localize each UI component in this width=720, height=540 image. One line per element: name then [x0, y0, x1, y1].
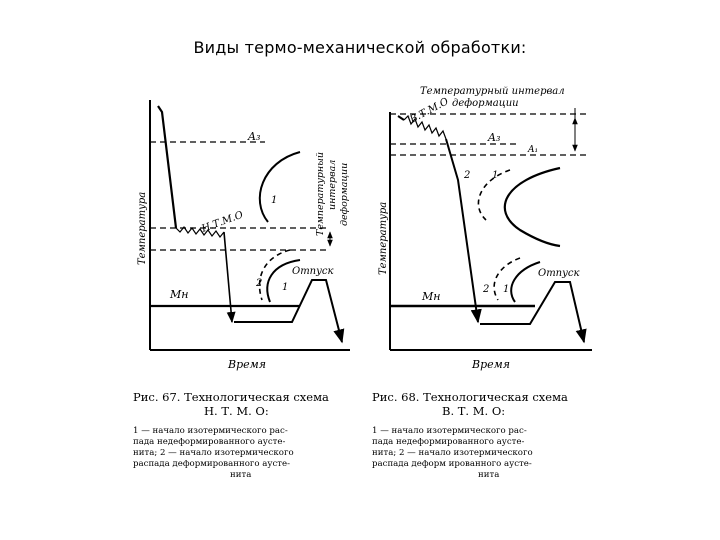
right-interval-line-1: Температурный интервал [420, 86, 565, 97]
left-interval-label: Температурный интервал деформации [315, 152, 350, 236]
left-mn-label: Mн [169, 288, 189, 301]
right-c-curve-2 [477, 169, 511, 221]
left-legend-line-3: нита; 2 — начало изотермического [133, 448, 294, 458]
right-deformation-zigzag [403, 114, 447, 140]
right-a1-label: A₁ [527, 145, 538, 155]
left-caption-line-1: Рис. 67. Технологическая схема [133, 390, 329, 404]
right-legend-line-3: нита; 2 — начало изотермического [372, 448, 533, 458]
left-curve1b-label: 1 [282, 282, 288, 293]
left-curve1-label: 1 [271, 195, 277, 206]
right-curve1b-label: 1 [503, 284, 509, 295]
left-c-curve-2 [258, 249, 291, 301]
right-c-curve-2-lower [493, 257, 521, 301]
right-tempering-label: Отпуск [538, 268, 580, 279]
right-tmo-label: В.Т.М.О [407, 96, 450, 126]
right-legend-line-5: нита [478, 470, 499, 480]
left-legend-line-1: 1 — начало изотермического рас- [133, 426, 288, 436]
right-a3-label: A₃ [487, 131, 500, 144]
right-caption-line-1: Рис. 68. Технологическая схема [372, 390, 568, 404]
right-mn-label: Mн [421, 290, 441, 303]
left-caption-line-2: Н. Т. М. О: [204, 404, 269, 418]
slide-title: Виды термо-механической обработки: [193, 38, 527, 57]
right-caption-line-2: В. Т. М. О: [442, 404, 505, 418]
right-y-axis-label: Температура [378, 202, 389, 275]
left-legend-line-4: распада деформированного аусте- [133, 459, 290, 469]
left-curve2-label: 2 [255, 278, 262, 289]
right-legend-line-4: распада деформ ированного аусте- [372, 459, 532, 469]
right-interval-line-2: деформации [452, 98, 519, 109]
left-interval-line-2: интервал [327, 160, 338, 210]
left-diagram: A₃ Mн 1 2 1 Отпуск Н.Т.М.О Температура В… [133, 100, 350, 480]
right-x-axis-label: Время [471, 358, 510, 371]
left-a3-label: A₃ [247, 130, 260, 143]
right-curve2-label: 2 [463, 170, 470, 181]
right-legend-line-2: пада недеформированного аусте- [372, 437, 525, 447]
right-c-curve-1 [503, 166, 561, 248]
left-x-axis-label: Время [227, 358, 266, 371]
right-cooling-start [397, 115, 405, 121]
right-quench-path [445, 138, 482, 324]
left-tmo-label: Н.Т.М.О [199, 210, 244, 236]
right-curve1-label: 1 [492, 170, 498, 181]
right-curve2b-label: 2 [482, 284, 489, 295]
left-interval-line-3: деформации [339, 163, 350, 226]
left-c-curve-1 [258, 151, 301, 223]
left-legend-line-5: нита [230, 470, 251, 480]
right-legend-line-1: 1 — начало изотермического рас- [372, 426, 527, 436]
left-quench-path [223, 231, 236, 324]
left-tempering-label: Отпуск [292, 266, 334, 277]
right-c-curve-1-lower [510, 261, 541, 303]
left-c-curve-1-lower [266, 259, 301, 303]
left-legend-line-2: пада недеформированного аусте- [133, 437, 286, 447]
left-cooling-path [157, 105, 178, 229]
left-y-axis-label: Температура [137, 192, 148, 265]
right-diagram: A₃ A₁ Mн 2 1 2 1 Отпуск В.Т.М.О Температ… [372, 86, 592, 480]
right-tempering-path [480, 281, 587, 344]
left-deformation-zigzag [175, 225, 225, 239]
left-tempering-path [234, 279, 345, 344]
left-interval-line-1: Температурный [315, 152, 326, 236]
